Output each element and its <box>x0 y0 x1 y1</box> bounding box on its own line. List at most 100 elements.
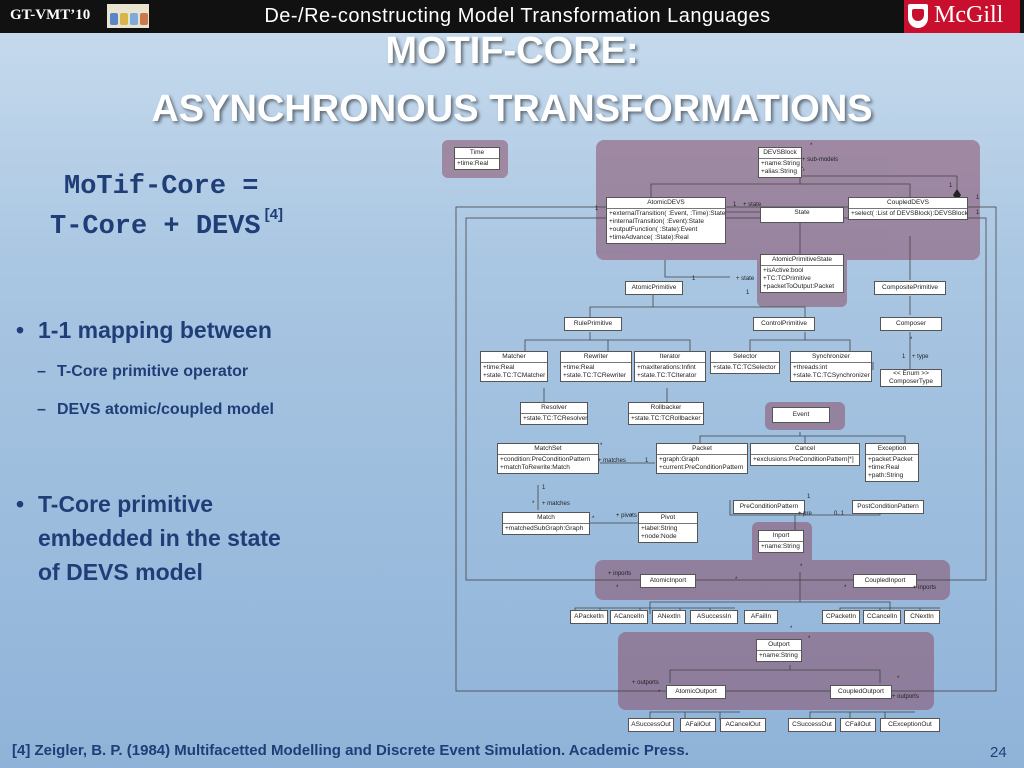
class-exception: Exception +packet:Packet +time:Real +pat… <box>865 443 919 482</box>
mult-one: 1 <box>595 206 599 212</box>
mult-many: * <box>790 626 793 632</box>
class-devsblock: DEVSBlock +name:String+alias:String <box>758 147 802 178</box>
port-csuccessout: CSuccessOut <box>788 718 836 732</box>
class-matcher: Matcher +time:Real+state.TC:TCMatcher <box>480 351 548 382</box>
class-atomicoutport: AtomicOutport <box>666 685 726 699</box>
label-outports: + outports <box>632 680 659 686</box>
class-match: Match +matchedSubGraph:Graph <box>502 512 590 535</box>
bullet-line: of DEVS model <box>38 559 203 585</box>
mult-one: 1 <box>645 458 649 464</box>
mult-many: * <box>910 337 913 343</box>
equation-line1: MoTif-Core = <box>64 172 259 202</box>
class-coupledinport: CoupledInport <box>853 574 917 588</box>
mult-many: * <box>810 143 813 149</box>
class-inport: Inport +name:String <box>758 530 804 553</box>
port-cpacketin: CPacketIn <box>822 610 860 624</box>
mult-many: * <box>658 690 661 696</box>
class-ruleprimitive: RulePrimitive <box>564 317 622 331</box>
bullet-line: T-Core primitive <box>38 491 214 517</box>
class-synchronizer: Synchronizer +threads:int+state.TC:TCSyn… <box>790 351 872 382</box>
slide-title-line2: ASYNCHRONOUS TRANSFORMATIONS <box>151 88 873 130</box>
mult-many: * <box>592 516 595 522</box>
port-acancelout: ACancelOut <box>720 718 766 732</box>
class-pivot: Pivot +label:String+node:Node <box>638 512 698 543</box>
class-coupleddevs: CoupledDEVS +select( :List of DEVSBlock)… <box>848 197 968 220</box>
class-time: Time +time:Real <box>454 147 500 170</box>
label-matches: + matches <box>598 458 626 464</box>
top-bar: GT-VMT’10 De-/Re-constructing Model Tran… <box>0 0 1024 33</box>
mcgill-logo: McGill <box>904 0 1020 33</box>
label-inports-2: + inports <box>913 585 937 591</box>
bullet-text: 1-1 mapping between <box>38 317 272 343</box>
mult-one: 1 <box>949 183 953 189</box>
sub-bullet-text: T-Core primitive operator <box>57 363 249 380</box>
class-matchset: MatchSet +condition:PreConditionPattern+… <box>497 443 599 474</box>
port-acancelin: ACancelIn <box>610 610 648 624</box>
label-state: + state <box>743 202 762 208</box>
mcgill-wordmark: McGill <box>934 2 1004 28</box>
equation-text: T-Core + DEVS <box>50 212 261 242</box>
label-pivots: + pivots <box>616 513 637 519</box>
class-postconditionpattern: PostConditionPattern <box>852 500 924 514</box>
mult-many: * <box>844 585 847 591</box>
port-cexceptionout: CExceptionOut <box>880 718 940 732</box>
label-matches-2: + matches <box>542 501 570 507</box>
uml-class-diagram: Time +time:Real DEVSBlock +name:String+a… <box>440 140 1010 740</box>
class-composertype: << Enum >> ComposerType <box>880 369 942 387</box>
class-packet: Packet +graph:Graph+current:PreCondition… <box>656 443 748 474</box>
port-afailout: AFailOut <box>680 718 716 732</box>
port-ccancelin: CCancelIn <box>863 610 901 624</box>
conference-name: GT-VMT’10 <box>10 7 91 23</box>
port-asuccessin: ASuccessIn <box>690 610 738 624</box>
class-atomicprimitivestate: AtomicPrimitiveState +isActive:bool +TC:… <box>760 254 844 293</box>
class-outport: Outport +name:String <box>756 639 802 662</box>
class-atomicdevs: AtomicDEVS +externalTransition( :Event, … <box>606 197 726 244</box>
mult-one: 1 <box>733 202 737 208</box>
bullet-marker: • <box>16 317 25 343</box>
bullet-embedded: • T-Core primitive embedded in the state… <box>16 487 281 589</box>
label-sub-models: + sub-models <box>802 157 839 163</box>
mult-many: * <box>532 501 535 507</box>
sub-bullet-text: DEVS atomic/coupled model <box>57 401 274 418</box>
port-afailin: AFailIn <box>744 610 778 624</box>
class-atomicprimitive: AtomicPrimitive <box>625 281 683 295</box>
bullet-marker: • <box>16 491 25 517</box>
class-event: Event <box>772 407 830 423</box>
mult-many: * <box>897 676 900 682</box>
class-selector: Selector +state.TC:TCSelector <box>710 351 780 374</box>
sub-bullet-marker: – <box>37 401 46 418</box>
mult-one: 1 <box>746 290 750 296</box>
mult-many: * <box>630 514 633 520</box>
footer-reference: [4] Zeigler, B. P. (1984) Multifacetted … <box>12 742 689 759</box>
bullet-line: embedded in the state <box>38 525 281 551</box>
conference-logo-icon <box>107 4 149 28</box>
class-composer: Composer <box>880 317 942 331</box>
sub-bullet-marker: – <box>37 363 46 380</box>
class-state: State <box>760 207 844 223</box>
label-inports: + inports <box>608 571 632 577</box>
label-pre: + pre <box>798 511 812 517</box>
equation-line2: T-Core + DEVS[4] <box>50 206 283 242</box>
mult-one: 1 <box>692 276 696 282</box>
slide-number: 24 <box>990 744 1007 761</box>
class-preconditionpattern: PreConditionPattern <box>733 500 805 514</box>
mult-one: 1 <box>807 494 811 500</box>
port-anextin: ANextIn <box>652 610 686 624</box>
label-type: + type <box>912 354 929 360</box>
port-cnextin: CNextIn <box>904 610 940 624</box>
mult-one: 1 <box>976 195 980 201</box>
label-zero-one: 0..1 <box>834 511 845 517</box>
class-rollbacker: Rollbacker +state.TC:TCRollbacker <box>628 402 704 425</box>
mult-one: 1 <box>976 210 980 216</box>
mult-many: * <box>735 577 738 583</box>
label-state-2: + state <box>736 276 755 282</box>
sub-bullet-tcore: – T-Core primitive operator <box>37 363 249 381</box>
class-coupledoutport: CoupledOutport <box>830 685 892 699</box>
class-rewriter: Rewriter +time:Real+state.TC:TCRewriter <box>560 351 632 382</box>
port-apacketin: APacketIn <box>570 610 608 624</box>
mult-many: * <box>800 564 803 570</box>
mcgill-shield-icon <box>908 4 928 28</box>
class-compositeprimitive: CompositePrimitive <box>874 281 946 295</box>
port-asuccessout: ASuccessOut <box>628 718 674 732</box>
mult-many: * <box>616 585 619 591</box>
